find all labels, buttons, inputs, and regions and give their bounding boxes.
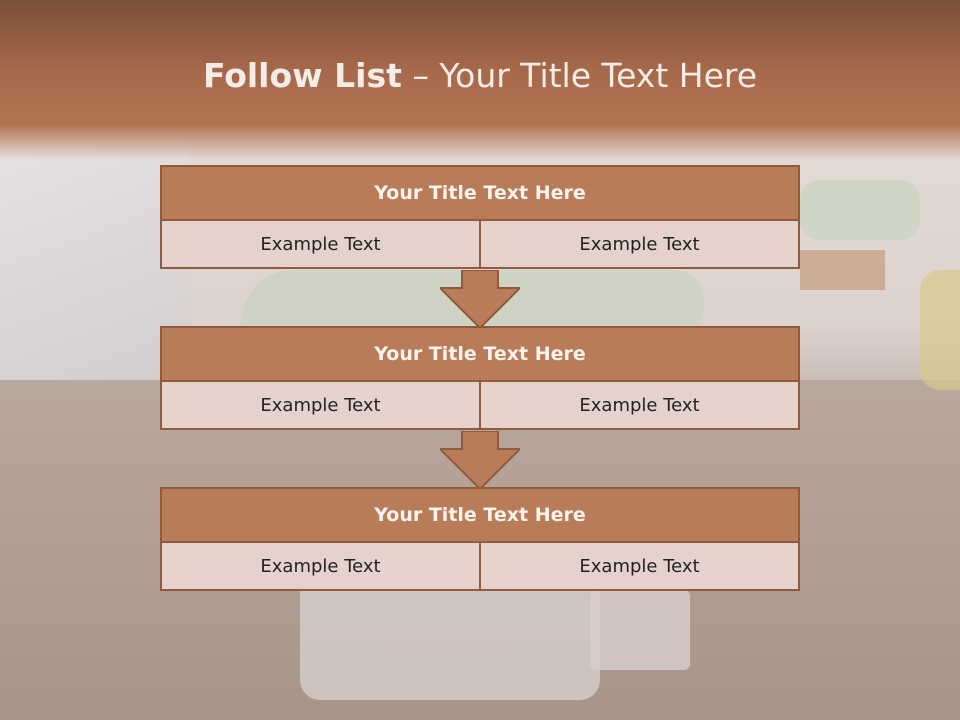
- down-arrow-icon: [440, 270, 520, 330]
- list-block-2: Your Title Text Here Example Text Exampl…: [160, 326, 800, 430]
- block-heading: Your Title Text Here: [160, 165, 800, 221]
- slide-title: Follow List – Your Title Text Here: [0, 56, 960, 95]
- background-yellow-bin: [920, 270, 960, 390]
- block-cell-left: Example Text: [160, 382, 481, 430]
- title-banner: [0, 0, 960, 160]
- block-row: Example Text Example Text: [160, 543, 800, 591]
- block-cell-right: Example Text: [481, 221, 800, 269]
- block-heading: Your Title Text Here: [160, 326, 800, 382]
- background-chair-leg: [800, 180, 920, 240]
- slide-title-bold: Follow List: [202, 56, 402, 95]
- block-row: Example Text Example Text: [160, 221, 800, 269]
- block-cell-right: Example Text: [481, 543, 800, 591]
- background-pedal-box: [590, 590, 690, 670]
- slide-title-rest: – Your Title Text Here: [401, 56, 758, 95]
- list-block-1: Your Title Text Here Example Text Exampl…: [160, 165, 800, 269]
- background-orange-panel: [800, 250, 885, 290]
- block-heading: Your Title Text Here: [160, 487, 800, 543]
- block-row: Example Text Example Text: [160, 382, 800, 430]
- block-cell-left: Example Text: [160, 221, 481, 269]
- block-cell-left: Example Text: [160, 543, 481, 591]
- block-cell-right: Example Text: [481, 382, 800, 430]
- list-block-3: Your Title Text Here Example Text Exampl…: [160, 487, 800, 591]
- down-arrow-icon: [440, 431, 520, 491]
